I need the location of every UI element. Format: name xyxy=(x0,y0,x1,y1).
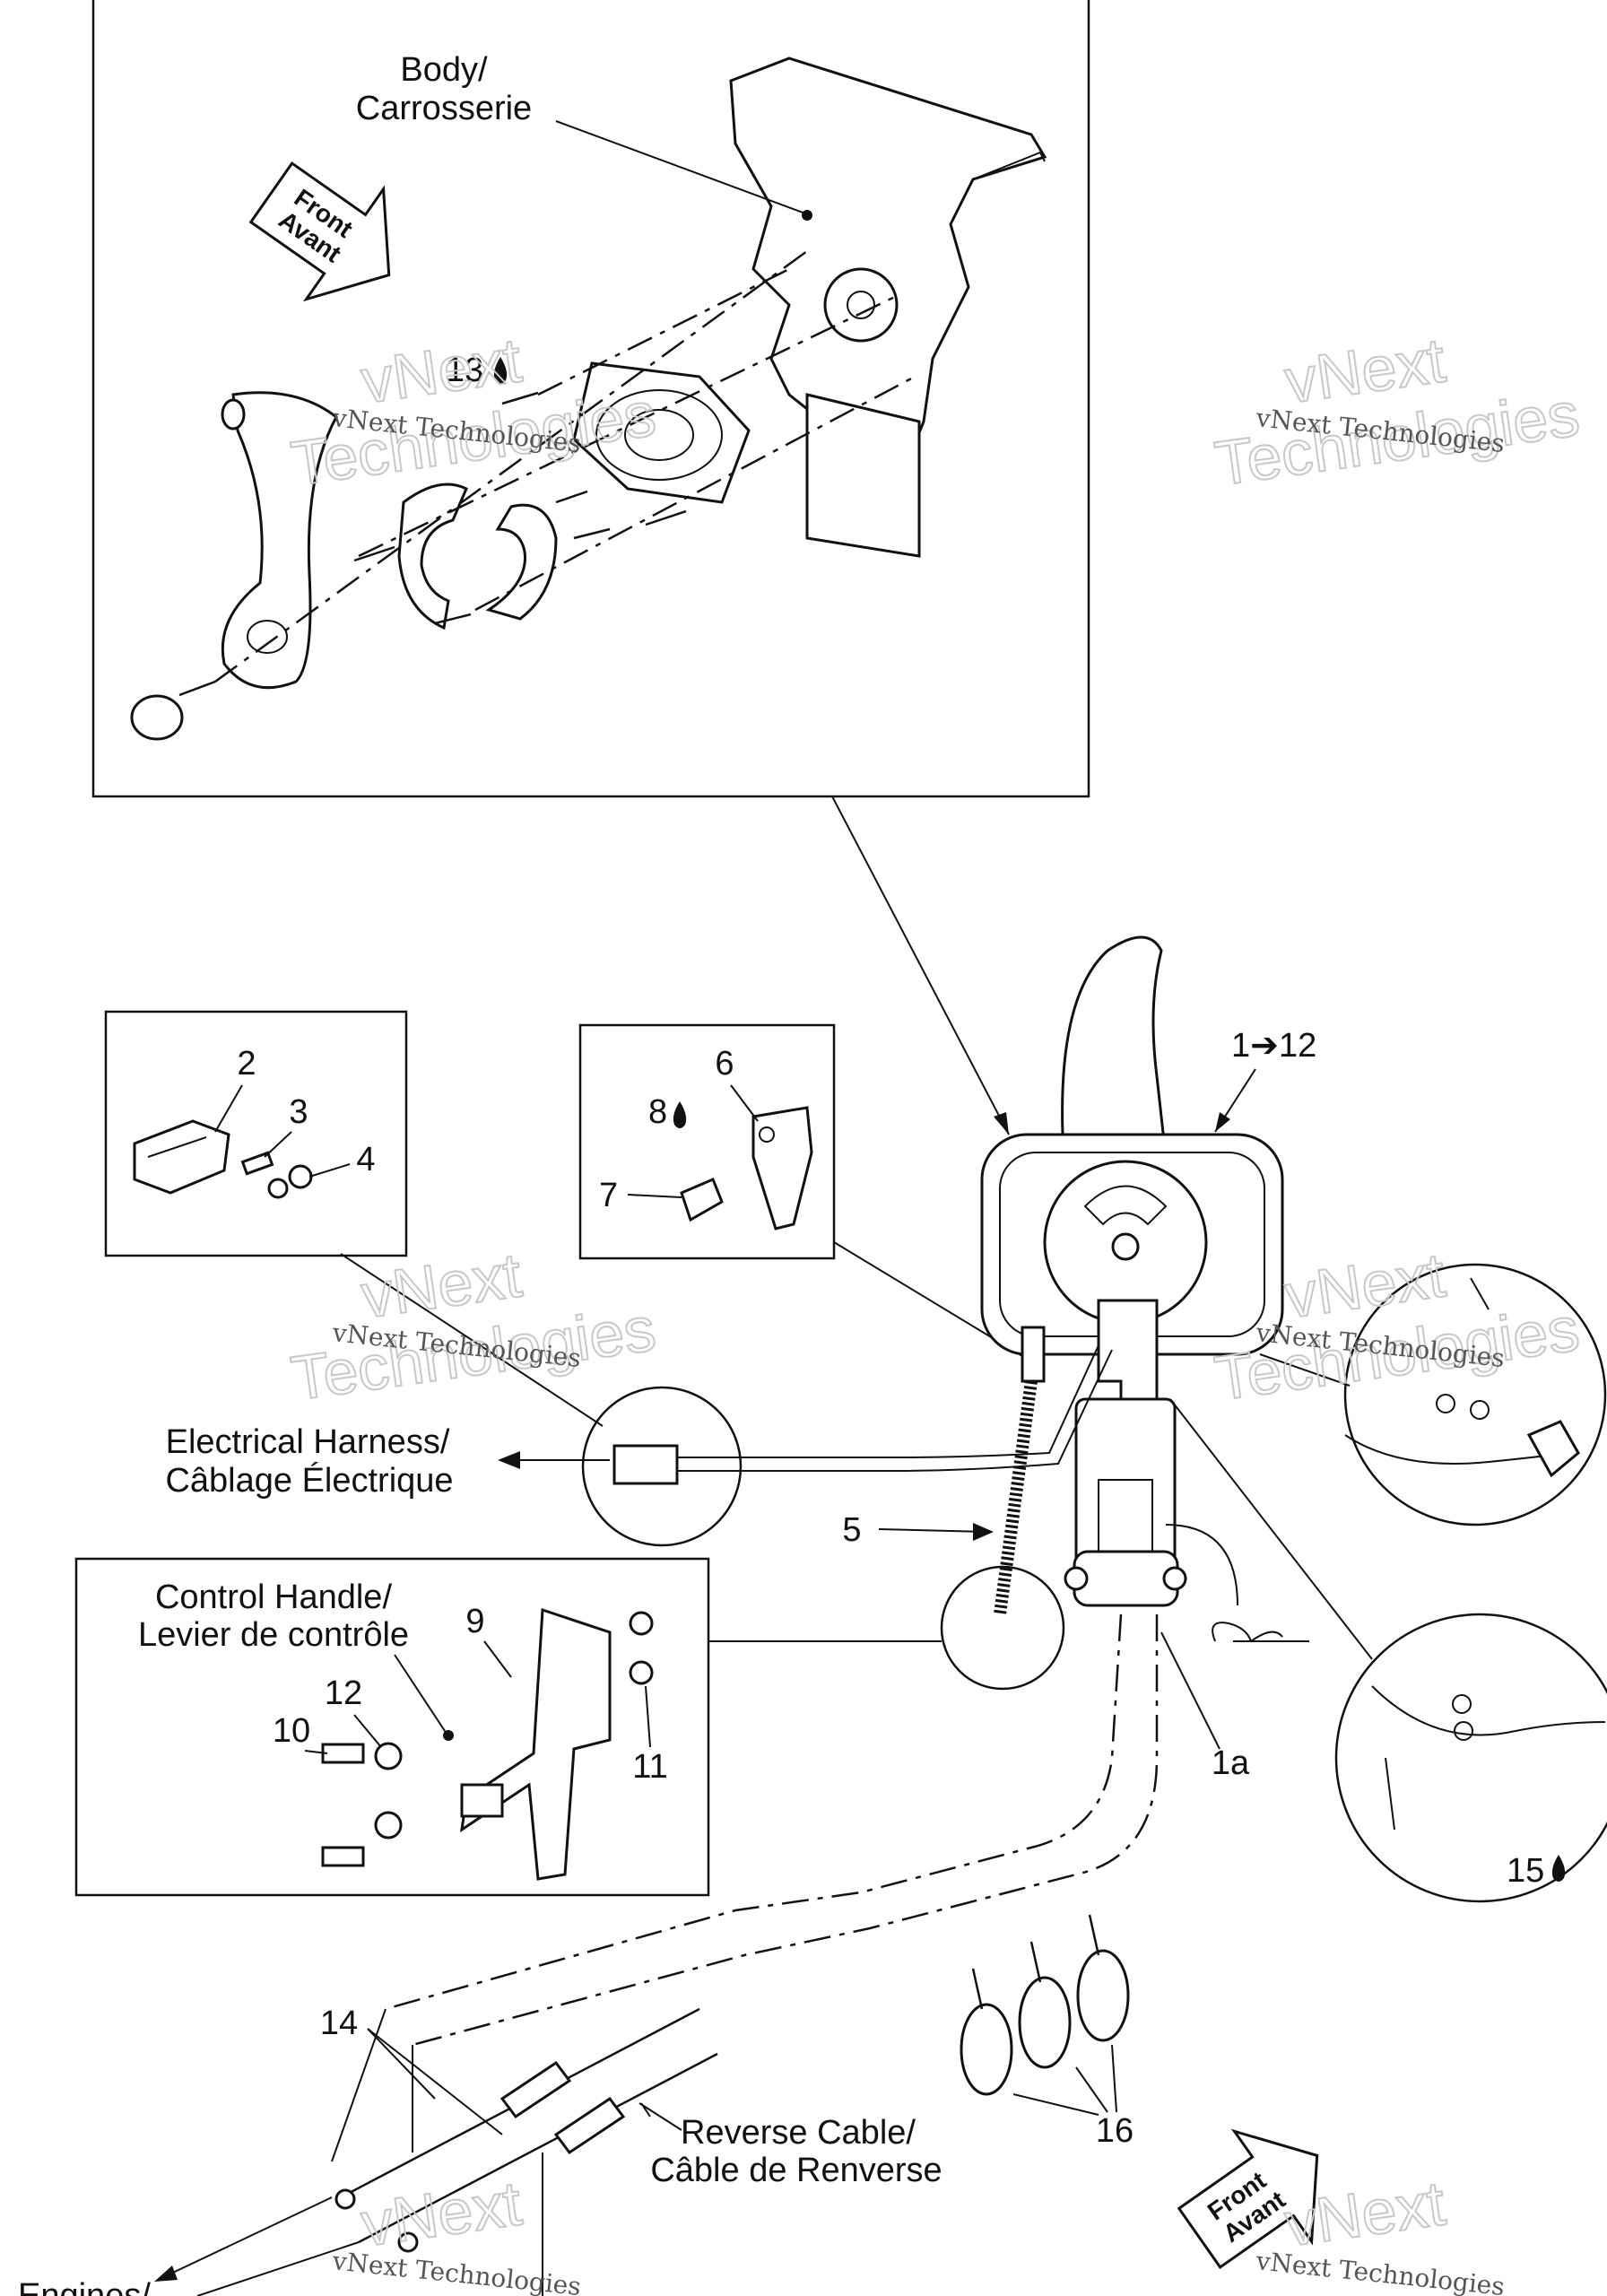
callout-13: 13 xyxy=(446,352,483,389)
callout-3: 3 xyxy=(289,1093,308,1131)
adhesive-drop-icon xyxy=(493,357,508,384)
leader-6 xyxy=(730,1084,759,1122)
leader-7 xyxy=(627,1194,682,1198)
screws-group xyxy=(178,391,687,697)
leader-3 xyxy=(264,1131,292,1158)
explode-lines-top xyxy=(214,249,916,683)
watermark-3: vNext Technologies vNext Technologies xyxy=(286,1239,661,1414)
top-box-leader xyxy=(831,796,1010,1135)
callout-11: 11 xyxy=(632,1748,667,1786)
leader-16a xyxy=(1012,2093,1099,2116)
clamp-half-right xyxy=(485,503,558,621)
watermark-6-text: vNext Technologies xyxy=(1254,2246,1506,2296)
body-panel xyxy=(729,57,1047,558)
cotter-pin-icon xyxy=(1212,1622,1309,1642)
leader-9 xyxy=(483,1640,512,1678)
callout-1a: 1a xyxy=(1212,1744,1250,1782)
engines-label: Engines/ xyxy=(18,2277,151,2296)
pin-detail-top-leader xyxy=(1259,1353,1351,1387)
switch-detail-box xyxy=(578,1023,836,1260)
leader-2 xyxy=(214,1084,243,1133)
leader-16b xyxy=(1075,2066,1108,2113)
callout-6: 6 xyxy=(715,1045,734,1083)
callout-2: 2 xyxy=(237,1045,256,1083)
cotter-pin-leader xyxy=(1165,1524,1238,1606)
pin-detail-circle-bottom xyxy=(1334,1613,1607,1903)
front-arrow-top: Front Avant xyxy=(248,161,391,302)
adhesive-drop-icon-15 xyxy=(1551,1855,1566,1882)
reverse-cable-label-line1: Reverse Cable/ xyxy=(681,2114,916,2152)
callout-7: 7 xyxy=(599,1177,618,1214)
control-assembly xyxy=(980,935,1284,1607)
engines-arrowhead-1 xyxy=(154,2266,178,2282)
reverse-cable-label-line2: Câble de Renverse xyxy=(650,2152,942,2189)
control-handle-label-line1: Control Handle/ xyxy=(155,1578,392,1616)
callout-16: 16 xyxy=(1096,2112,1134,2150)
callout-1-to-12: 1➔12 xyxy=(1231,1027,1316,1065)
front-arrow-bottom: Front Avant xyxy=(1177,2128,1319,2270)
body-label-line2: Carrosserie xyxy=(356,90,532,127)
leader-10 xyxy=(304,1750,328,1754)
watermark-2: vNext Technologies vNext Technologies xyxy=(1210,324,1585,500)
control-handle-label-line2: Levier de contrôle xyxy=(138,1616,409,1654)
watermark-1: vNext Technologies vNext Technologies xyxy=(286,324,661,500)
callout-10: 10 xyxy=(273,1712,310,1750)
clamp-half-left xyxy=(397,483,468,631)
body-leader xyxy=(555,120,806,214)
watermark-5: vNext vNext Technologies xyxy=(330,2167,582,2296)
pin-detail-top-part xyxy=(1344,1277,1580,1478)
switch-part xyxy=(680,1106,813,1231)
watermark-5-big-top: vNext xyxy=(357,2168,526,2259)
reverse-cable-leader-2 xyxy=(638,2102,682,2131)
pin-detail-bottom-part xyxy=(1371,1685,1606,1831)
connector-part xyxy=(133,1119,313,1199)
leader-12 xyxy=(353,1714,382,1748)
callout-12: 12 xyxy=(325,1674,362,1712)
spring-part xyxy=(994,1326,1046,1615)
callout-8: 8 xyxy=(648,1093,667,1131)
leader-14a xyxy=(367,2028,436,2100)
harness-connector xyxy=(612,1344,1113,1485)
callout-9: 9 xyxy=(465,1603,484,1640)
arrowhead-1-to-12 xyxy=(1215,1112,1230,1132)
control-handle-part xyxy=(321,1607,654,1881)
body-leader-dot xyxy=(802,210,812,221)
pin-detail-bottom-leader xyxy=(1169,1398,1373,1660)
engines-arrow-line-2 xyxy=(196,2241,360,2296)
leader-4 xyxy=(308,1163,351,1178)
arrowhead-5 xyxy=(973,1523,994,1541)
engines-arrow-line-1 xyxy=(161,2196,333,2279)
adhesive-drop-icon-8 xyxy=(673,1101,687,1128)
connector-detail-box xyxy=(104,1010,408,1257)
harness-label-line2: Câblage Électrique xyxy=(165,1461,453,1500)
harness-label-line1: Electrical Harness/ xyxy=(166,1423,450,1461)
harness-arrowhead xyxy=(498,1451,520,1469)
callout-14: 14 xyxy=(320,2005,358,2042)
connector-box-leader xyxy=(340,1253,604,1427)
top-detail-box xyxy=(91,0,1090,798)
harness-detail-circle xyxy=(581,1386,743,1547)
cable-ties xyxy=(960,1914,1130,2096)
mounting-plate xyxy=(572,267,899,504)
leader-1a xyxy=(1160,1631,1220,1750)
leader-5 xyxy=(878,1528,987,1533)
watermark-5-text: vNext Technologies xyxy=(330,2246,582,2296)
control-handle-box xyxy=(74,1557,710,1897)
leader-16c xyxy=(1111,2044,1117,2113)
leader-11 xyxy=(645,1685,651,1748)
pin-detail-circle-top xyxy=(1343,1263,1607,1526)
callout-15: 15 xyxy=(1507,1852,1544,1890)
spring-detail-circle xyxy=(940,1565,1065,1691)
body-label-line1: Body/ xyxy=(400,51,488,89)
arrowhead-top-leader xyxy=(994,1112,1009,1135)
callout-5: 5 xyxy=(842,1511,861,1549)
leader-14b xyxy=(367,2028,503,2135)
control-handle-label-leader xyxy=(394,1654,447,1735)
cable-14 xyxy=(331,2007,718,2253)
cable-routing xyxy=(385,1613,1159,2047)
callout-4: 4 xyxy=(356,1141,375,1178)
